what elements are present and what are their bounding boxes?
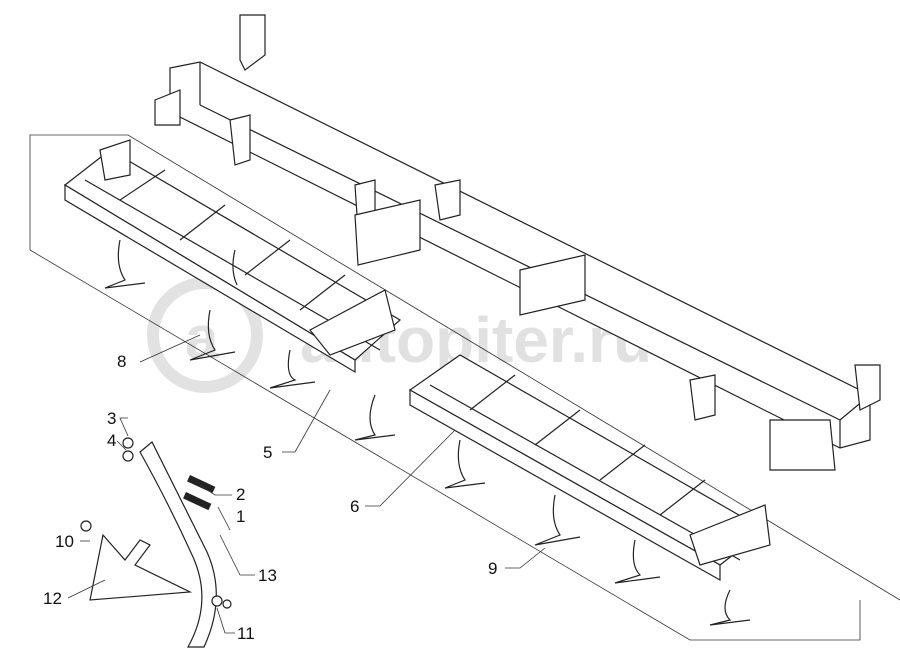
callout-13: 13 — [258, 566, 277, 585]
callout-3: 3 — [107, 409, 116, 428]
callout-12: 12 — [43, 589, 62, 608]
right-tine-frame — [408, 354, 771, 626]
fasteners — [80, 437, 232, 609]
callout-9: 9 — [488, 559, 497, 578]
callout-6: 6 — [350, 497, 359, 516]
callouts: 1 2 3 4 5 6 8 9 10 11 12 13 — [43, 352, 497, 643]
callout-2: 2 — [236, 485, 245, 504]
callout-4: 4 — [107, 431, 116, 450]
left-tine-frame — [63, 139, 402, 441]
assembly-outline — [29, 134, 900, 641]
main-beam — [154, 14, 881, 471]
callout-8: 8 — [117, 352, 126, 371]
callout-5: 5 — [263, 443, 272, 462]
share — [89, 533, 193, 601]
callout-1: 1 — [236, 507, 245, 526]
spring-tine — [139, 441, 217, 648]
svg-text:a: a — [185, 304, 219, 371]
callout-10: 10 — [55, 532, 74, 551]
callout-leaders — [67, 334, 546, 634]
callout-11: 11 — [237, 624, 255, 643]
